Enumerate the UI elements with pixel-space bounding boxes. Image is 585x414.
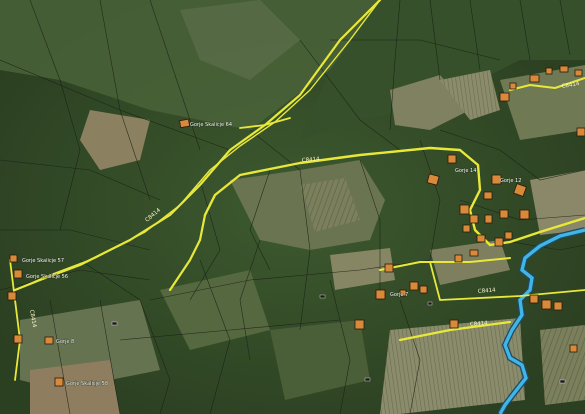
small-structures [111,294,566,384]
buildings [7,65,585,387]
road-label: C8414 [561,81,580,90]
field-right-lower [540,325,585,405]
field-tan-1 [80,110,150,170]
roads [9,0,585,381]
place-label: Gorje 12 [500,178,521,184]
road-label: C8414 [478,287,497,295]
road-label: C8414 [302,156,321,164]
field-vine-2 [440,70,500,120]
place-labels: Gorje Skalicje 64 Gorje Skalicje 57 Gorj… [22,122,522,388]
place-label: Gorje 14 [455,168,476,174]
hill-rock [180,0,300,80]
field-right-1 [500,65,585,140]
field-right-2 [530,170,585,235]
vineyard-center [300,178,360,232]
place-label: Gorje 7 [390,292,408,298]
place-label: Gorje Skalicje 56 [26,274,68,280]
road-label: C8414 [28,309,37,328]
forest-upper-right [300,0,585,140]
place-label: Gorje 8 [56,339,74,345]
field-lower-1 [380,318,525,414]
place-label: Gorje Skalicje 64 [190,122,232,128]
field-lower-3 [160,270,270,350]
field-tan-bottom [30,360,120,414]
place-label: Gorje Skalicje 57 [22,258,64,264]
place-label: Gorje Skalicje 58 [66,381,108,387]
field-mid-right-2 [330,248,395,290]
road-label: C8414 [470,320,489,328]
river-water [498,228,585,414]
